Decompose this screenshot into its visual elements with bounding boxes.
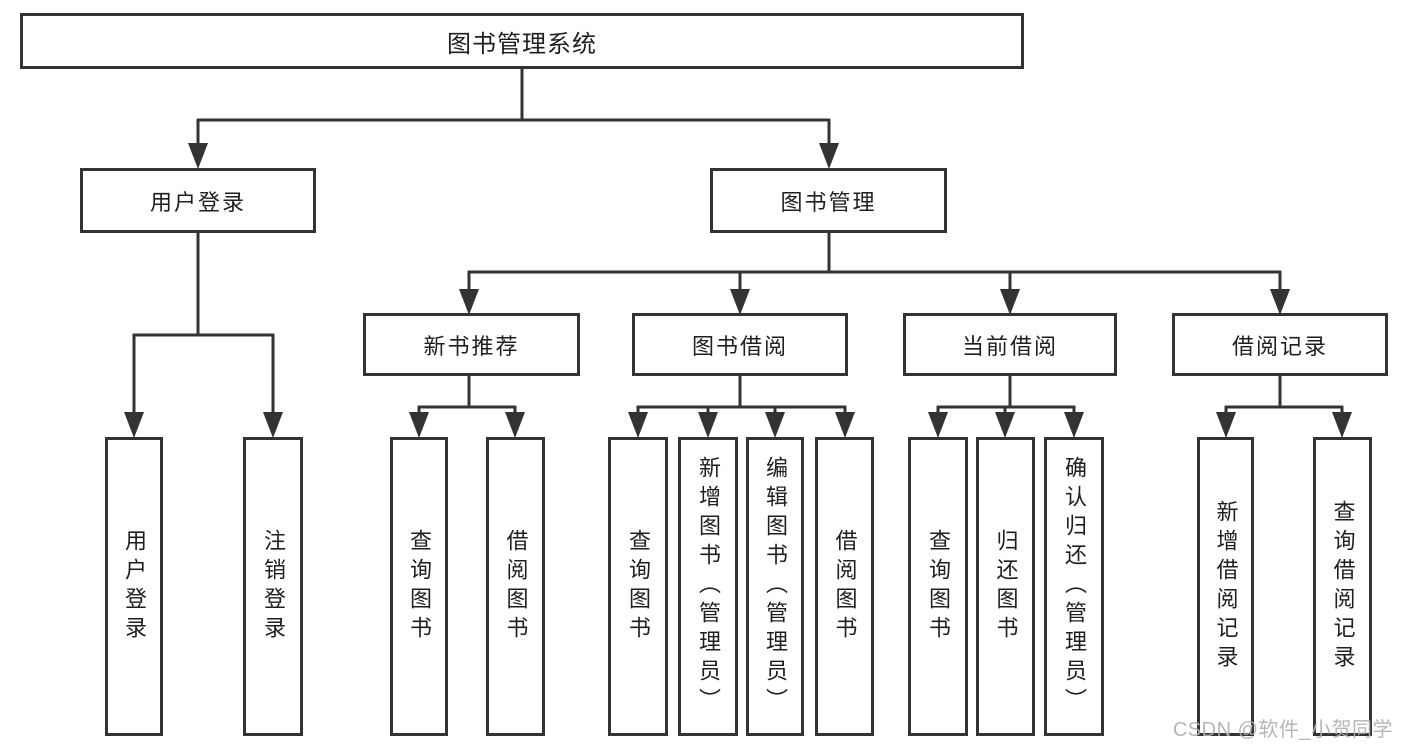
node-label: 图书管理 [780,189,877,215]
node-label: 查询图书 [407,528,432,645]
node-label: 编辑图书（管理员） [763,456,788,717]
node-label: 新书推荐 [423,333,520,359]
leaf-query-books-borrow: 查询图书 [608,437,668,736]
node-label: 当前借阅 [961,333,1058,359]
node-borrow-records: 借阅记录 [1172,313,1388,376]
leaf-borrow-books: 借阅图书 [815,437,874,736]
node-label: 借阅图书 [503,528,529,645]
node-label: 图书借阅 [691,333,788,359]
leaf-add-borrow-record: 新增借阅记录 [1197,437,1254,736]
node-label: 借阅图书 [832,528,858,645]
node-label: 注销登录 [261,528,286,645]
leaf-confirm-return-admin: 确认归还（管理员） [1044,437,1104,736]
node-book-borrow: 图书借阅 [632,313,848,376]
node-label: 用户登录 [122,528,147,645]
node-label: 查询图书 [626,528,651,645]
node-label: 图书管理系统 [447,30,597,58]
leaf-borrow-books-recommend: 借阅图书 [486,437,545,736]
node-label: 用户登录 [149,189,246,215]
leaf-query-borrow-record: 查询借阅记录 [1313,437,1372,736]
node-label: 借阅记录 [1231,333,1328,359]
node-label: 确认归还（管理员） [1062,456,1087,717]
node-label: 查询借阅记录 [1330,499,1356,674]
node-label: 查询图书 [926,528,951,645]
watermark: CSDN @软件_小贺同学 [1172,719,1393,741]
node-book-management: 图书管理 [710,168,947,233]
arrowhead-icons [124,143,1352,438]
leaf-add-books-admin: 新增图书（管理员） [678,437,738,736]
leaf-logout: 注销登录 [243,437,303,736]
node-new-book-recommend: 新书推荐 [363,313,580,376]
leaf-edit-books-admin: 编辑图书（管理员） [746,437,804,736]
leaf-query-books-recommend: 查询图书 [390,437,448,736]
node-current-borrow: 当前借阅 [903,313,1117,376]
leaf-user-login: 用户登录 [105,437,163,736]
node-label: 新增借阅记录 [1213,499,1239,674]
node-label: 新增图书（管理员） [696,456,721,717]
leaf-query-books-current: 查询图书 [908,437,968,736]
node-root-library-system: 图书管理系统 [20,13,1024,69]
leaf-return-books: 归还图书 [976,437,1035,736]
node-label: 归还图书 [993,528,1019,645]
node-user-login: 用户登录 [80,168,316,233]
